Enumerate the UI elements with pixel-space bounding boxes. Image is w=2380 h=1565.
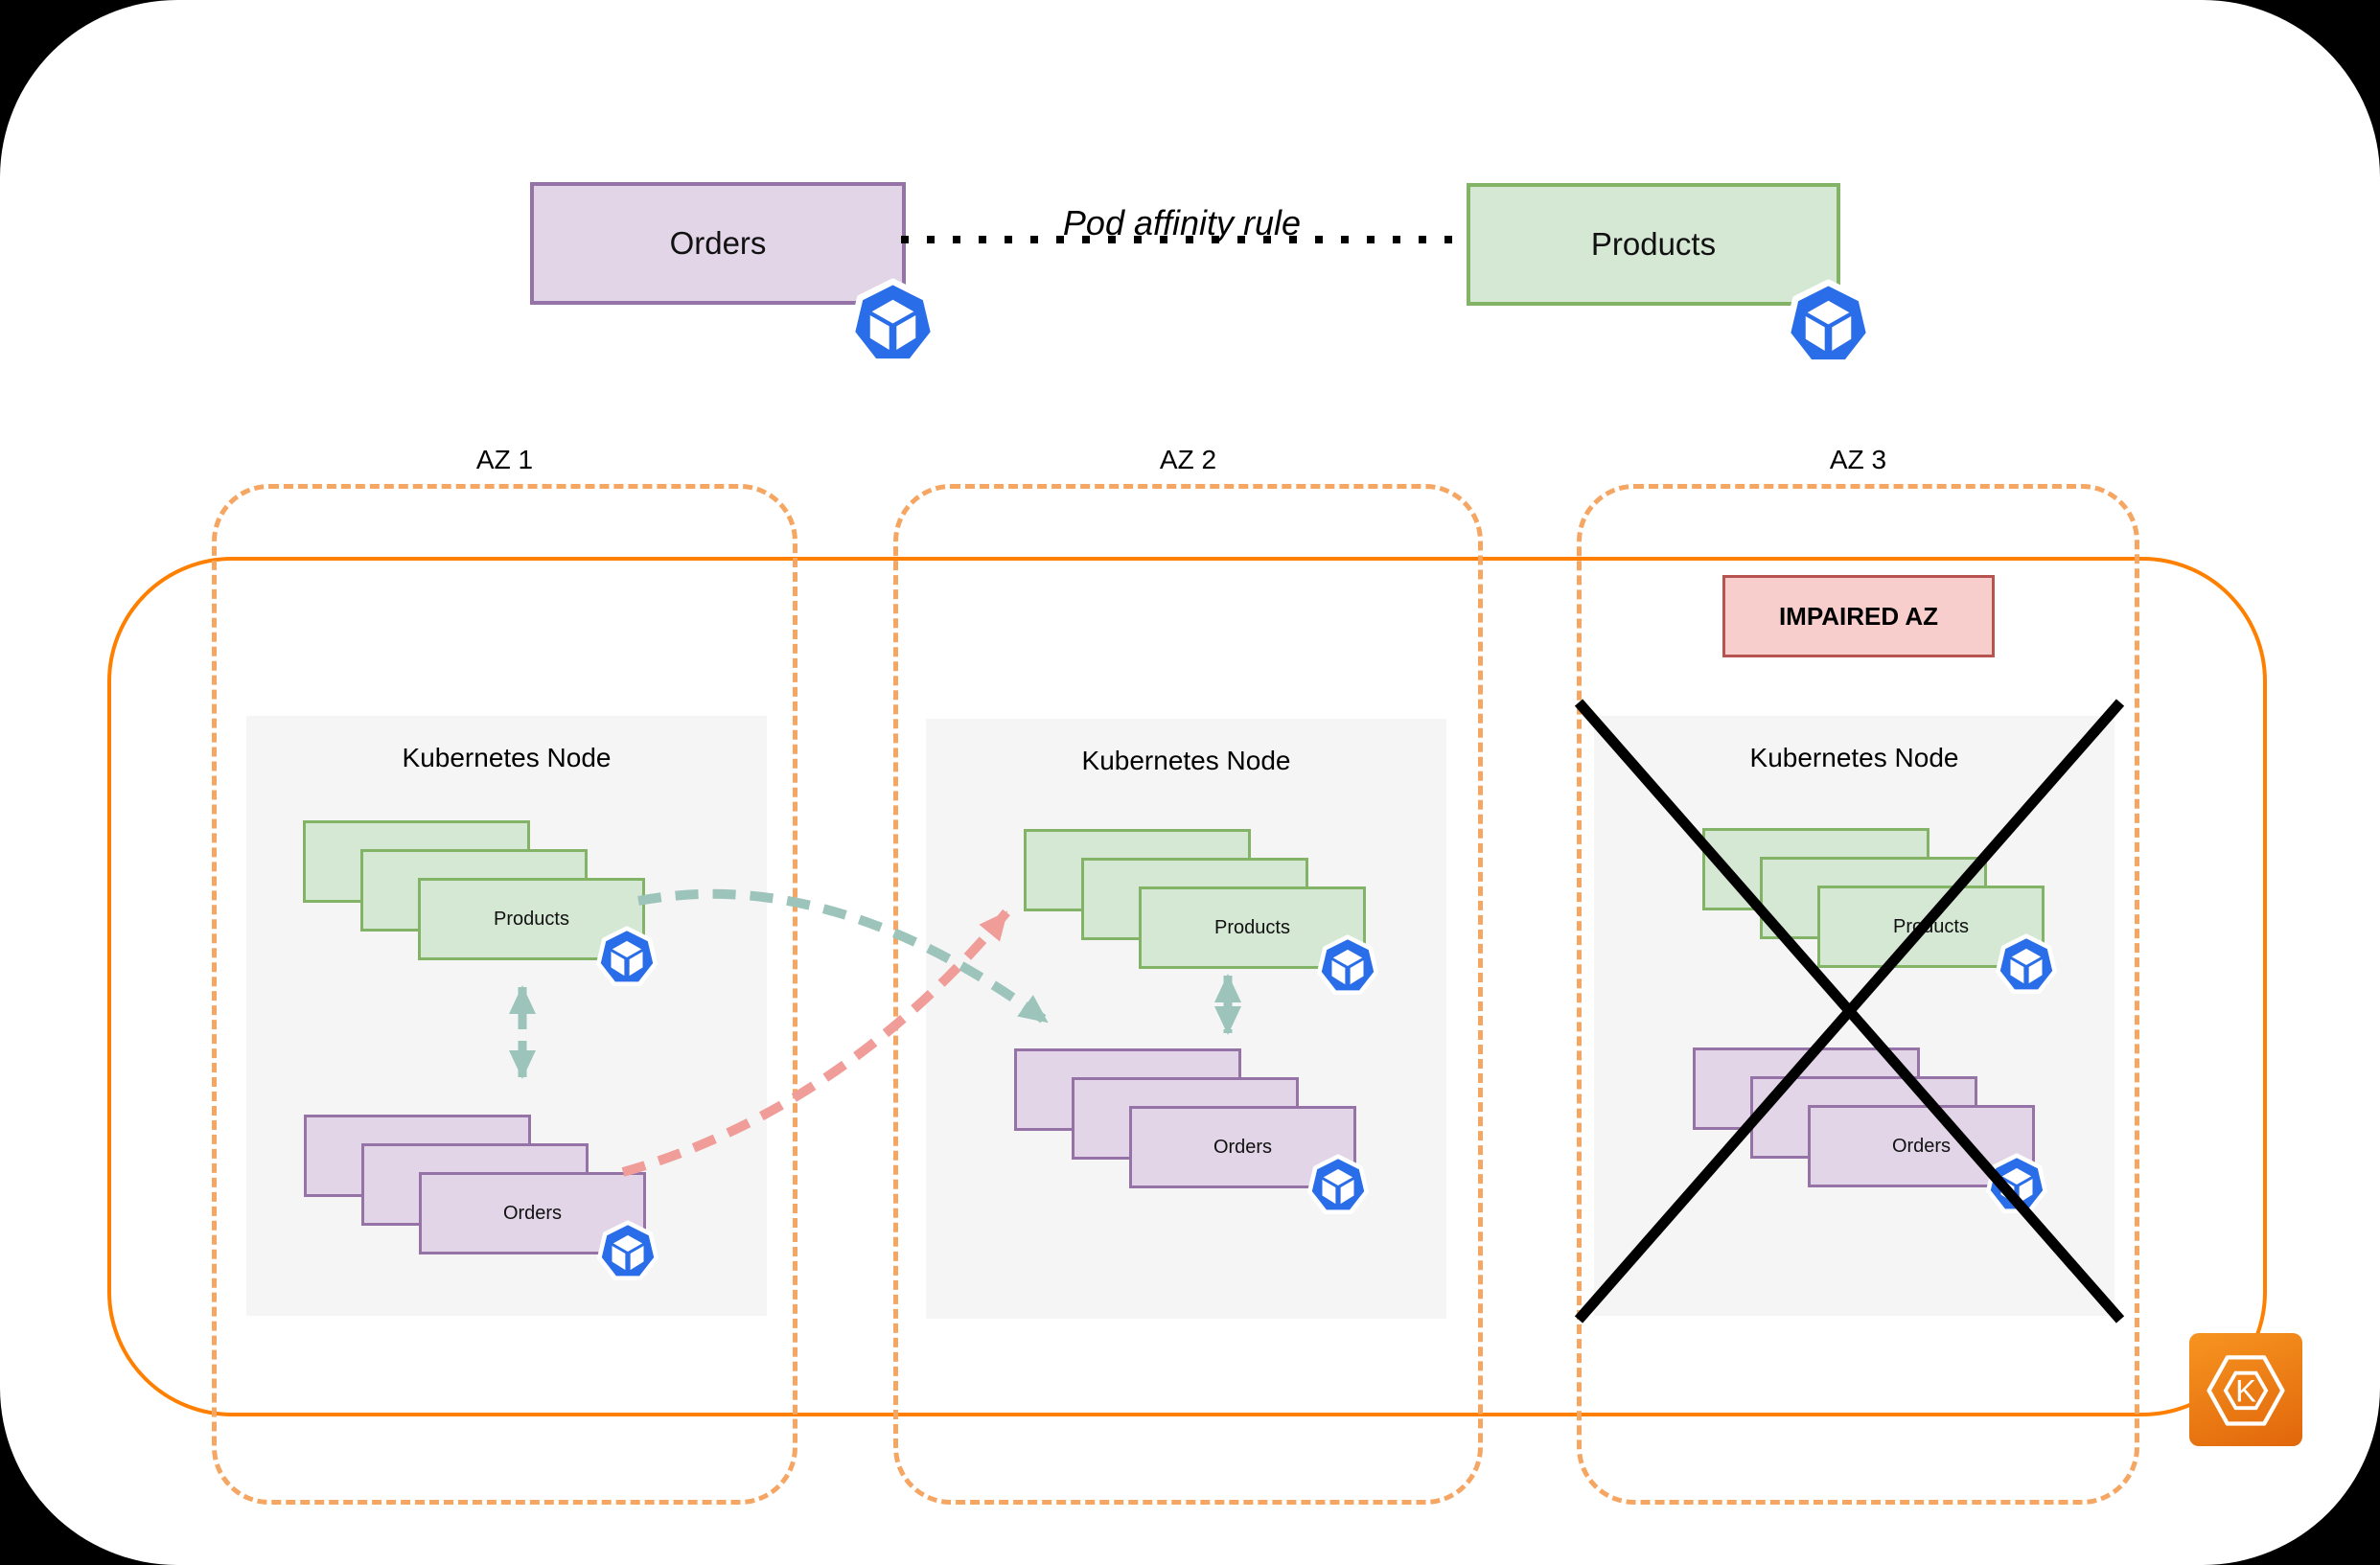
kubernetes-pod-icon — [1985, 1153, 2048, 1216]
orders-service-label: Orders — [669, 225, 767, 261]
az1-node-title: Kubernetes Node — [402, 743, 612, 772]
az2-orders-pod-stack: Orders — [1014, 1048, 1351, 1183]
eks-cluster-boundary — [107, 557, 2267, 1416]
products-service-box: Products — [1467, 183, 1840, 306]
impaired-az-badge: IMPAIRED AZ — [1722, 575, 1995, 657]
az3-products-pod-label: Products — [1893, 915, 1969, 937]
az2-container: AZ 2 Kubernetes Node Products Orders — [893, 445, 1483, 1505]
eks-hexagon-icon: K — [2207, 1355, 2285, 1426]
az1-container: AZ 1 Kubernetes Node Products Orders — [212, 445, 797, 1505]
kubernetes-pod-icon — [1995, 933, 2058, 997]
az2-node-title: Kubernetes Node — [1081, 746, 1291, 775]
products-service-label: Products — [1590, 226, 1717, 262]
impaired-az-label: IMPAIRED AZ — [1778, 601, 1939, 631]
az3-products-pod-stack: Products — [1702, 828, 2039, 962]
az1-products-pod-stack: Products — [303, 820, 639, 955]
az3-node-title: Kubernetes Node — [1749, 743, 1959, 772]
az2-products-pod-stack: Products — [1024, 829, 1360, 963]
orders-service-box: Orders — [530, 182, 906, 305]
kubernetes-pod-icon — [1306, 1154, 1370, 1217]
az1-label: AZ 1 — [475, 445, 534, 474]
az3-label: AZ 3 — [1829, 445, 1887, 474]
az2-orders-pod-label: Orders — [1213, 1136, 1273, 1158]
az3-kubernetes-node: Kubernetes Node Products Orders — [1594, 716, 2114, 1316]
az2-products-pod-label: Products — [1214, 916, 1290, 938]
az2-label: AZ 2 — [1159, 445, 1217, 474]
kubernetes-pod-icon — [1783, 279, 1874, 370]
kubernetes-pod-icon — [1316, 934, 1379, 998]
kubernetes-pod-icon — [595, 926, 659, 989]
pod-affinity-rule-label: Pod affinity rule — [1062, 203, 1302, 242]
az1-orders-pod-stack: Orders — [304, 1115, 640, 1249]
kubernetes-pod-icon — [596, 1220, 659, 1283]
kubernetes-pod-icon — [847, 278, 938, 369]
az1-products-pod-label: Products — [494, 908, 569, 930]
eks-letter: K — [2235, 1372, 2256, 1408]
amazon-eks-icon: K — [2189, 1333, 2302, 1446]
az3-orders-pod-stack: Orders — [1693, 1047, 2029, 1182]
az1-kubernetes-node: Kubernetes Node Products Orders — [246, 716, 767, 1316]
az3-orders-pod-label: Orders — [1891, 1135, 1952, 1157]
az2-kubernetes-node: Kubernetes Node Products Orders — [926, 719, 1446, 1319]
az1-orders-pod-label: Orders — [502, 1202, 563, 1224]
